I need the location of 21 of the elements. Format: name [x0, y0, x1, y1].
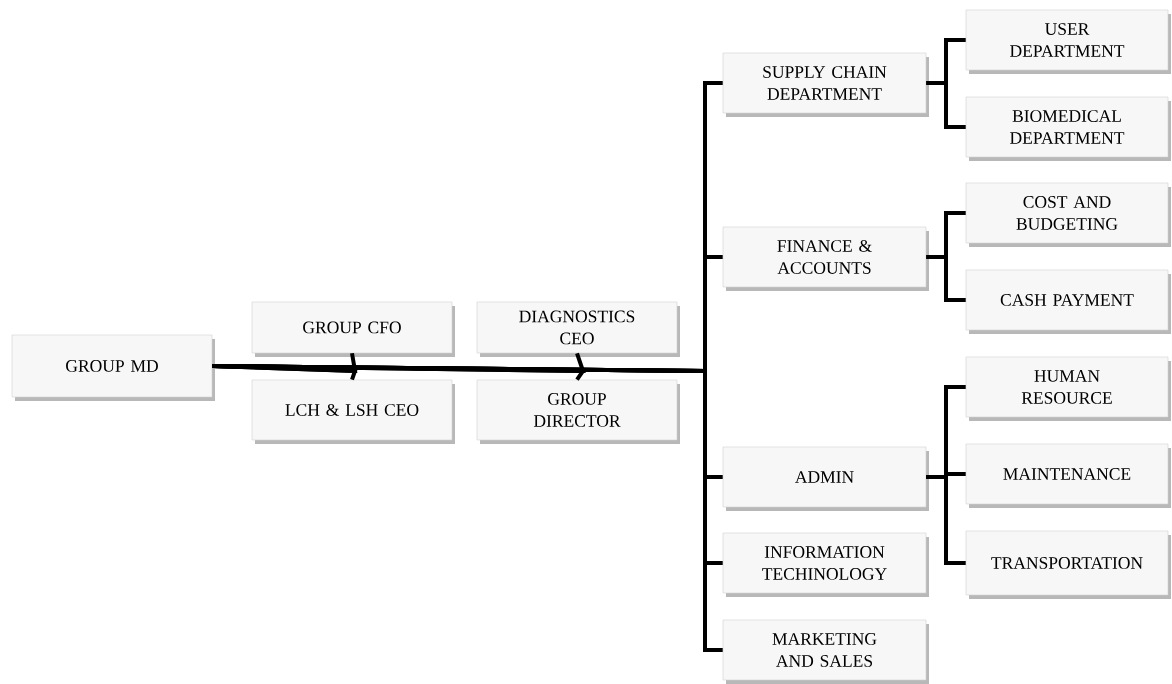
org-box: MARKETING AND SALES — [722, 619, 929, 684]
connector — [926, 255, 966, 302]
org-box: TRANSPORTATION — [965, 530, 1171, 599]
org-box: COST AND BUDGETING — [965, 182, 1171, 247]
org-box: MAINTENANCE — [965, 443, 1171, 508]
org-box: BIOMEDICAL DEPARTMENT — [965, 96, 1171, 161]
org-box: LCH & LSH CEO — [251, 379, 455, 444]
connector — [926, 475, 966, 565]
org-box: GROUP CFO — [251, 301, 455, 357]
org-box: HUMAN RESOURCE — [965, 356, 1171, 421]
org-box: ADMIN — [722, 446, 929, 511]
org-box: INFORMATION TECHINOLOGY — [722, 532, 929, 597]
org-box: CASH PAYMENT — [965, 269, 1171, 334]
org-box: DIAGNOSTICS CEO — [476, 301, 680, 357]
org-box: FINANCE & ACCOUNTS — [722, 226, 929, 291]
org-box: USER DEPARTMENT — [965, 9, 1171, 74]
org-box: GROUP MD — [11, 334, 215, 401]
org-box: GROUP DIRECTOR — [476, 379, 680, 444]
org-box: SUPPLY CHAIN DEPARTMENT — [722, 52, 929, 117]
connector — [212, 364, 723, 652]
connector — [926, 81, 966, 129]
